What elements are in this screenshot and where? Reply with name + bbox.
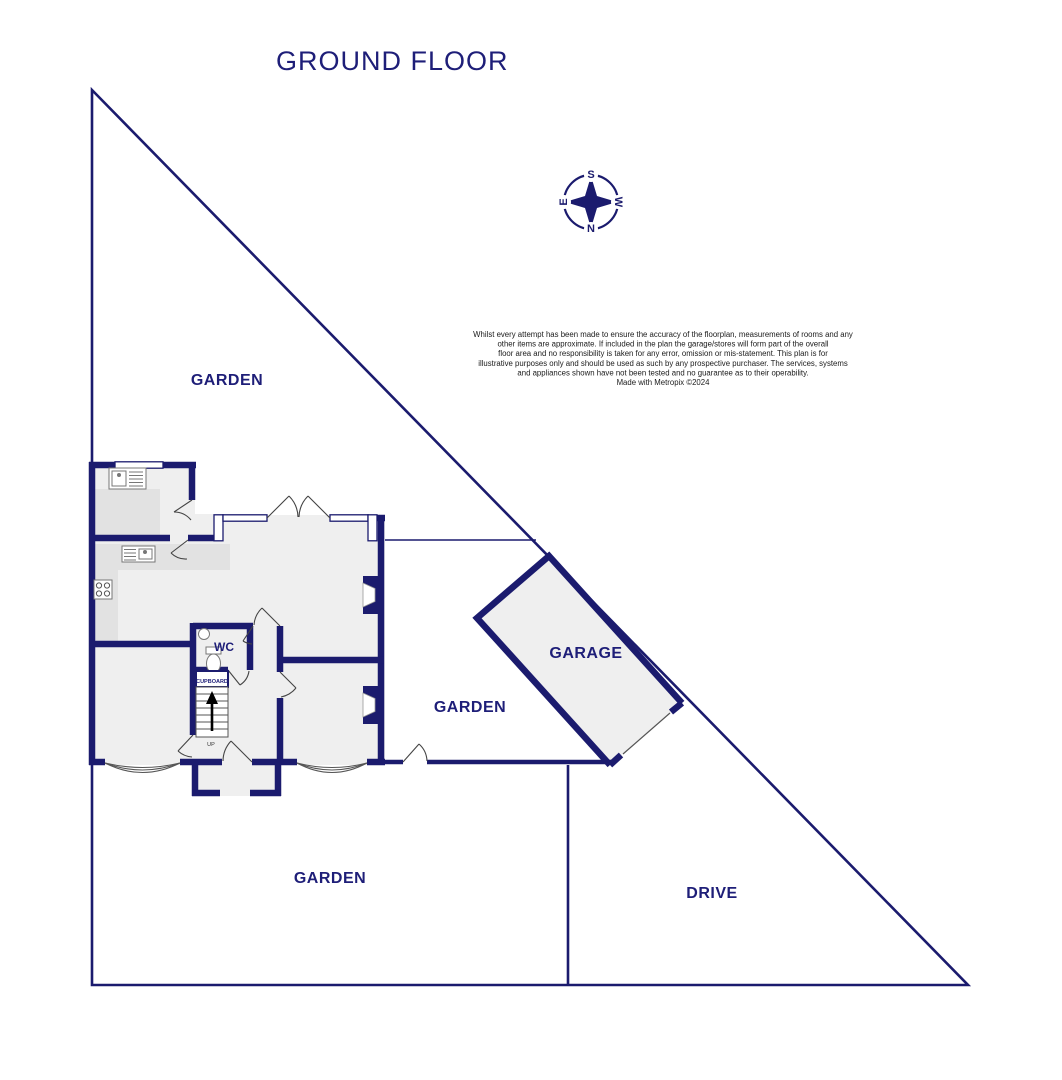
compass-east: E — [558, 198, 570, 205]
stairs-up-label: UP — [207, 742, 215, 748]
garage-door — [622, 712, 671, 755]
garage-label: GARAGE — [549, 645, 622, 662]
front-room-door — [177, 734, 194, 758]
bay-window-left — [104, 762, 181, 774]
disclaimer-line: floor area and no responsibility is take… — [498, 349, 828, 358]
fireplace-front — [362, 686, 381, 724]
window-jamb — [213, 514, 224, 542]
toilet — [205, 646, 222, 674]
disclaimer: Whilst every attempt has been made to en… — [473, 330, 853, 387]
kitchen-sink — [121, 545, 156, 563]
compass-rose: S N E W — [557, 168, 625, 236]
disclaimer-line: illustrative purposes only and should be… — [478, 359, 848, 368]
compass-star — [565, 176, 617, 228]
wc-basin — [198, 628, 210, 640]
garage-door-stub — [607, 752, 624, 768]
door-swings — [170, 495, 331, 763]
bay-window-right — [296, 762, 368, 773]
kitchen-door — [170, 539, 189, 560]
kitchen-counter — [95, 544, 230, 642]
compass-west: W — [612, 197, 624, 208]
wc-label: WC — [214, 640, 234, 654]
hob — [93, 579, 113, 600]
drive-label: DRIVE — [686, 885, 737, 902]
window-jamb — [367, 514, 378, 542]
staircase — [195, 686, 229, 738]
french-door-left — [266, 495, 299, 519]
dining-window-left — [222, 514, 268, 522]
garden-gate — [402, 743, 428, 763]
utility-window — [114, 461, 164, 469]
living-door — [279, 671, 297, 698]
page-title: GROUND FLOOR — [276, 46, 509, 76]
utility-sink — [108, 467, 147, 490]
garage — [472, 551, 685, 768]
french-door-right — [298, 495, 331, 519]
garden-upper-label: GARDEN — [191, 372, 263, 389]
utility-counter — [95, 489, 160, 536]
fireplace-rear — [362, 576, 381, 614]
hall-door — [253, 607, 281, 627]
garage-door-stub — [668, 700, 685, 715]
dining-window-right — [329, 514, 369, 522]
garage-walls — [472, 551, 685, 768]
wc-door — [227, 669, 250, 686]
compass-south: S — [587, 169, 594, 181]
utility-door — [173, 499, 193, 521]
stairs-arrow-head — [206, 691, 218, 704]
disclaimer-line: other items are approximate. If included… — [497, 340, 828, 349]
front-door — [222, 740, 253, 763]
garage-fill — [477, 556, 682, 765]
compass-north: N — [587, 223, 595, 235]
hall-door-leaf — [242, 625, 254, 645]
garden-middle-label: GARDEN — [434, 699, 506, 716]
garden-lower-label: GARDEN — [294, 870, 366, 887]
disclaimer-made-with: Made with Metropix ©2024 — [617, 378, 711, 387]
cupboard-label: CUPBOARD — [196, 679, 228, 685]
disclaimer-line: Whilst every attempt has been made to en… — [473, 330, 853, 339]
disclaimer-line: and appliances shown have not been teste… — [517, 368, 808, 377]
house-walls — [88, 461, 385, 797]
